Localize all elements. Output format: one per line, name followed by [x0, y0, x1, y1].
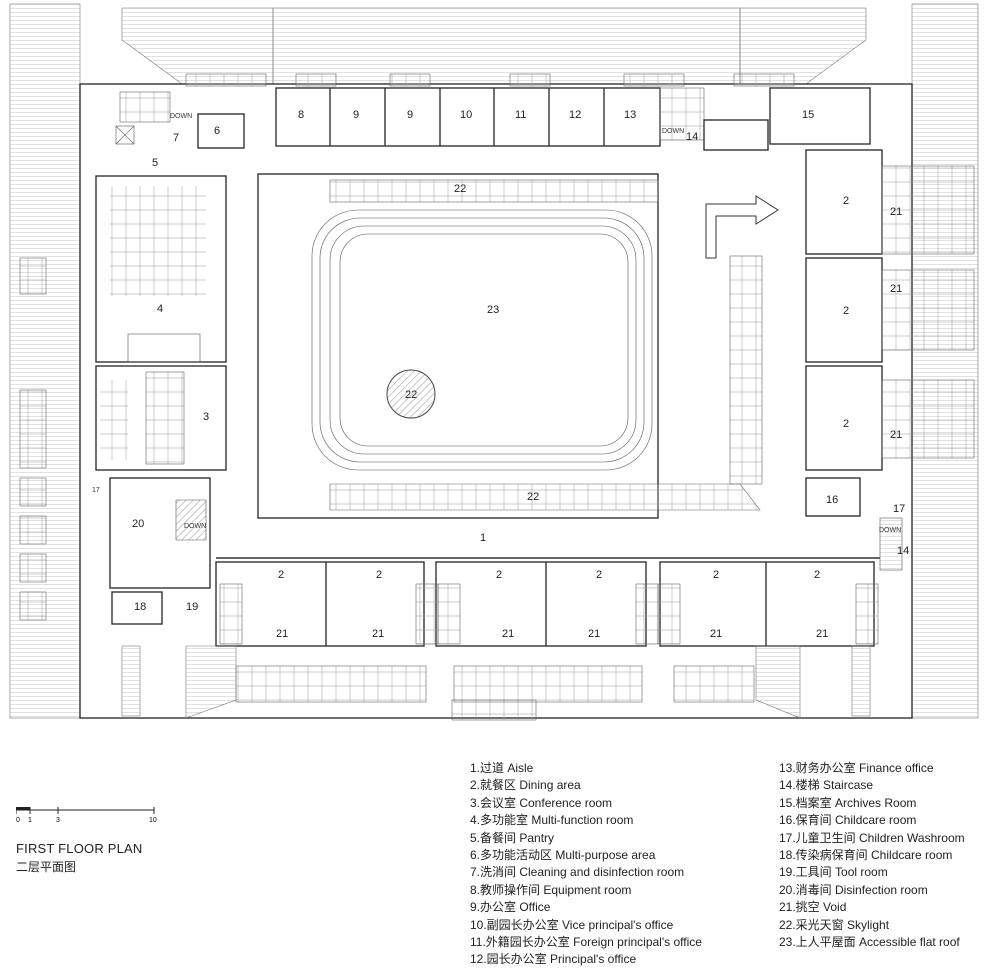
floor-plan-drawing: DOWN DOWN DOWN DOWN 1 2 2 2 2 2 2 2 2 2 … — [9, 3, 979, 721]
room-label: 2 — [376, 569, 382, 581]
room-label: 21 — [890, 283, 902, 295]
scale-tick-label: 1 — [28, 817, 32, 824]
room-label: 9 — [353, 109, 359, 121]
stair-down-label: DOWN — [662, 128, 684, 135]
stair-down-label: DOWN — [170, 113, 192, 120]
room-legend: 1.过道 Aisle 2.就餐区 Dining area 3.会议室 Confe… — [470, 760, 990, 966]
room-label: 9 — [407, 109, 413, 121]
plan-title-english: FIRST FLOOR PLAN — [16, 841, 143, 856]
room-label: 8 — [298, 109, 304, 121]
legend-item: 17.儿童卫生间 Children Washroom — [779, 830, 965, 845]
scale-tick-label: 0 — [16, 817, 20, 824]
legend-column-1: 1.过道 Aisle 2.就餐区 Dining area 3.会议室 Confe… — [470, 760, 702, 969]
stair-down-label: DOWN — [184, 523, 206, 530]
room-label: 7 — [173, 132, 179, 144]
south-classrooms — [121, 557, 880, 721]
room-label: 11 — [515, 109, 526, 121]
room-label: 22 — [454, 183, 466, 195]
room-label: 10 — [460, 109, 472, 121]
room-label: 20 — [132, 518, 144, 530]
legend-item: 19.工具间 Tool room — [779, 865, 888, 880]
room-label: 2 — [596, 569, 602, 581]
legend-item: 14.楼梯 Staircase — [779, 778, 874, 793]
room-label: 1 — [480, 532, 486, 544]
room-label: 2 — [843, 195, 849, 207]
legend-item: 8.教师操作间 Equipment room — [470, 882, 632, 897]
room-labels: 1 2 2 2 2 2 2 2 2 2 3 4 5 6 7 8 9 9 10 1… — [92, 109, 909, 640]
room-label: 18 — [134, 601, 146, 613]
scale-bar: 0 1 3 10 — [16, 807, 157, 824]
room-label: 21 — [372, 628, 384, 640]
central-courtyard — [257, 173, 779, 519]
room-label: 2 — [496, 569, 502, 581]
scale-tick-label: 10 — [149, 817, 157, 824]
room-label: 16 — [826, 494, 838, 506]
room-label: 21 — [502, 628, 514, 640]
legend-column-2: 13.财务办公室 Finance office 14.楼梯 Staircase … — [779, 760, 965, 951]
room-label: 2 — [843, 305, 849, 317]
legend-item: 23.上人平屋面 Accessible flat roof — [779, 935, 960, 950]
legend-item: 15.档案室 Archives Room — [779, 795, 917, 810]
west-block — [95, 91, 245, 625]
roof-east — [911, 3, 979, 719]
legend-item: 3.会议室 Conference room — [470, 795, 613, 810]
room-label: 19 — [186, 601, 198, 613]
legend-item: 13.财务办公室 Finance office — [779, 761, 934, 775]
legend-item: 10.副园长办公室 Vice principal's office — [470, 917, 674, 932]
legend-item: 2.就餐区 Dining area — [470, 778, 581, 793]
room-label: 21 — [710, 628, 722, 640]
room-label: 14 — [686, 131, 698, 143]
east-block — [805, 149, 975, 571]
scale-tick-label: 3 — [56, 817, 60, 824]
room-label: 22 — [527, 491, 539, 503]
legend-item: 18.传染病保育间 Childcare room — [779, 848, 953, 863]
stair-down-label: DOWN — [879, 527, 901, 534]
legend-item: 11.外籍园长办公室 Foreign principal's office — [470, 935, 702, 950]
north-office-row — [185, 73, 871, 151]
legend-item: 6.多功能活动区 Multi-purpose area — [470, 848, 656, 863]
legend-item: 1.过道 Aisle — [470, 761, 534, 775]
room-label: 21 — [890, 429, 902, 441]
room-label: 2 — [843, 418, 849, 430]
west-windows — [19, 257, 47, 621]
room-label: 14 — [897, 545, 909, 557]
room-label: 22 — [405, 389, 417, 401]
legend-item: 5.备餐间 Pantry — [470, 830, 555, 845]
room-label: 13 — [624, 109, 636, 121]
room-label: 17 — [92, 487, 100, 494]
room-label: 2 — [278, 569, 284, 581]
room-label: 5 — [152, 157, 158, 169]
legend-item: 20.消毒间 Disinfection room — [779, 882, 928, 897]
room-label: 2 — [814, 569, 820, 581]
room-label: 12 — [569, 109, 581, 121]
room-label: 21 — [816, 628, 828, 640]
legend-item: 16.保育间 Childcare room — [779, 813, 917, 828]
room-label: 3 — [203, 411, 209, 423]
roof-north-center — [272, 7, 741, 85]
room-label: 23 — [487, 304, 499, 316]
room-label: 15 — [802, 109, 814, 121]
room-label: 2 — [713, 569, 719, 581]
roof-north-left — [121, 7, 274, 85]
legend-item: 4.多功能室 Multi-function room — [470, 813, 634, 828]
legend-item: 9.办公室 Office — [470, 900, 551, 915]
plan-title-chinese: 二层平面图 — [16, 860, 77, 874]
room-label: 21 — [588, 628, 600, 640]
building-outline — [79, 83, 913, 719]
room-label: 17 — [893, 503, 905, 515]
legend-item: 21.挑空 Void — [779, 900, 847, 915]
room-label: 21 — [276, 628, 288, 640]
room-label: 4 — [157, 303, 163, 315]
legend-item: 22.采光天窗 Skylight — [779, 917, 890, 932]
roof-north-right — [739, 7, 867, 85]
legend-item: 7.洗消间 Cleaning and disinfection room — [470, 865, 685, 880]
room-label: 21 — [890, 206, 902, 218]
room-label: 6 — [214, 125, 220, 137]
legend-item: 12.园长办公室 Principal's office — [470, 952, 637, 967]
